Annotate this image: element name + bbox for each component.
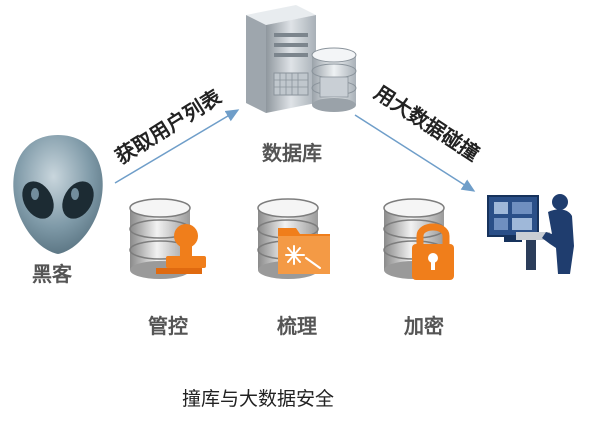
node-label-hacker: 黑客	[32, 262, 72, 286]
node-label-database: 数据库	[262, 141, 322, 165]
database-folder-icon	[257, 198, 330, 279]
server-database-icon	[246, 5, 357, 113]
node-label-manage: 管控	[148, 314, 188, 338]
node-label-encrypt: 加密	[404, 314, 444, 338]
database-stamp-icon	[129, 198, 206, 279]
database-lock-icon	[383, 198, 454, 280]
user-at-computer-icon	[487, 194, 574, 274]
alien-head-icon	[13, 135, 103, 254]
node-label-organize: 梳理	[277, 314, 317, 338]
diagram-caption: 撞库与大数据安全	[182, 388, 335, 410]
